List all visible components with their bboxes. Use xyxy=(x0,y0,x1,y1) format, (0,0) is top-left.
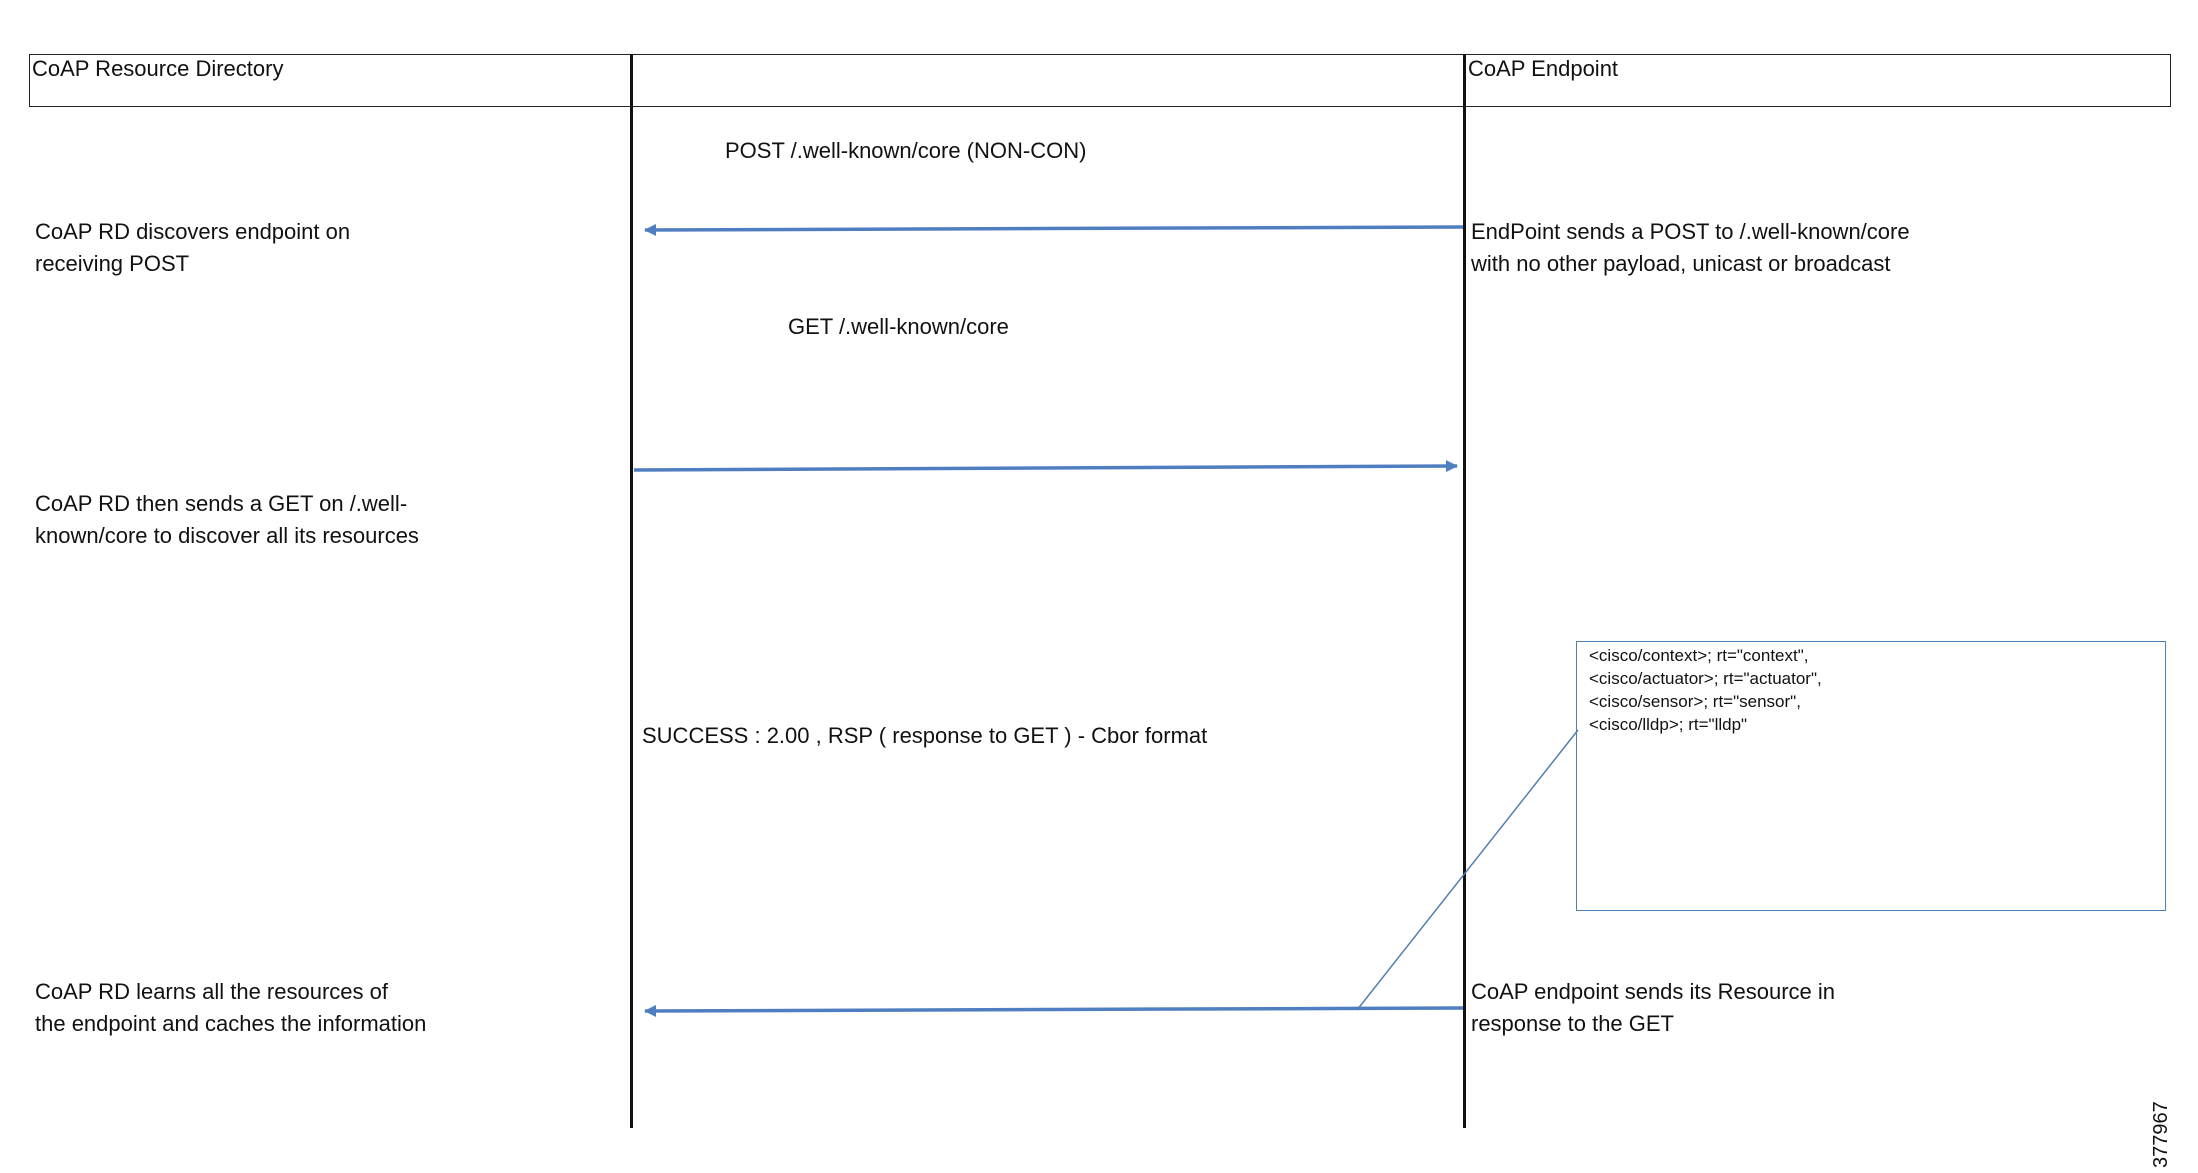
message-label-success: SUCCESS : 2.00 , RSP ( response to GET )… xyxy=(642,723,1208,748)
note-line: receiving POST xyxy=(35,251,190,276)
payload-line: <cisco/context>; rt="context", xyxy=(1589,646,1809,665)
participants-header xyxy=(29,54,2171,107)
arrow-get-message xyxy=(633,460,1458,473)
payload-line: <cisco/actuator>; rt="actuator", xyxy=(1589,669,1822,688)
note-line: response to the GET xyxy=(1471,1011,1674,1036)
payload-callout-line xyxy=(1356,729,1579,1011)
payload-line: <cisco/sensor>; rt="sensor", xyxy=(1589,692,1801,711)
payload-box: <cisco/context>; rt="context", <cisco/ac… xyxy=(1576,641,2166,911)
note-line: CoAP RD discovers endpoint on xyxy=(35,219,351,244)
left-note-get: CoAP RD then sends a GET on /.well- know… xyxy=(35,488,419,552)
payload-line: <cisco/lldp>; rt="lldp" xyxy=(1589,715,1748,734)
right-note-post: EndPoint sends a POST to /.well-known/co… xyxy=(1471,216,1910,280)
note-line: EndPoint sends a POST to /.well-known/co… xyxy=(1471,219,1910,244)
figure-id: 377967 xyxy=(2150,1101,2172,1168)
lifeline-endpoint xyxy=(1463,54,1466,1128)
right-note-response: CoAP endpoint sends its Resource in resp… xyxy=(1471,976,1835,1040)
message-label-get: GET /.well-known/core xyxy=(788,314,1009,339)
arrow-success-response xyxy=(644,1004,1464,1017)
left-note-discovery: CoAP RD discovers endpoint on receiving … xyxy=(35,216,350,280)
participant-right-label: CoAP Endpoint xyxy=(1468,56,1619,81)
lifeline-resource-directory xyxy=(630,54,633,1128)
note-line: CoAP endpoint sends its Resource in xyxy=(1471,979,1836,1004)
note-line: with no other payload, unicast or broadc… xyxy=(1471,251,1891,276)
participant-left-label: CoAP Resource Directory xyxy=(32,56,284,81)
message-label-post: POST /.well-known/core (NON-CON) xyxy=(725,138,1087,163)
note-line: known/core to discover all its resources xyxy=(35,523,419,548)
left-note-cache: CoAP RD learns all the resources of the … xyxy=(35,976,426,1040)
note-line: CoAP RD learns all the resources of xyxy=(35,979,388,1004)
note-line: the endpoint and caches the information xyxy=(35,1011,427,1036)
arrow-post-message xyxy=(644,223,1464,236)
note-line: CoAP RD then sends a GET on /.well- xyxy=(35,491,408,516)
